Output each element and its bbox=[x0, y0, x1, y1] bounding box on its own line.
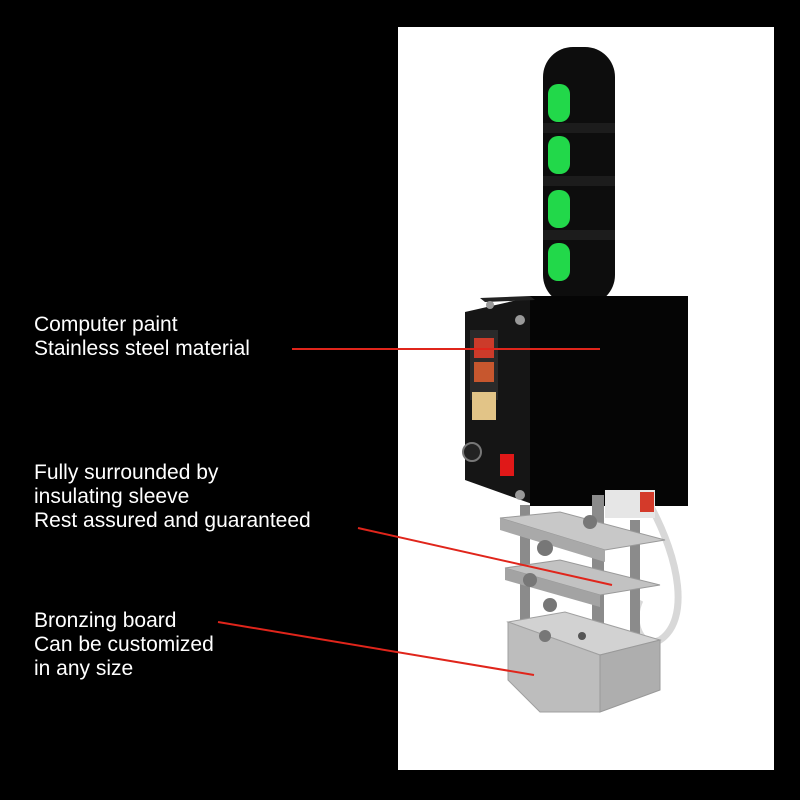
grip-accent-2 bbox=[548, 136, 570, 174]
power-switch bbox=[500, 454, 514, 476]
callout-line: Bronzing board bbox=[34, 609, 177, 632]
callout-insulating-sleeve: Fully surrounded by insulating sleeve Re… bbox=[34, 461, 311, 533]
callout-line: in any size bbox=[34, 657, 134, 680]
callout-bronzing-board: Bronzing board Can be customized in any … bbox=[34, 609, 214, 681]
callout-line: Can be customized bbox=[34, 633, 214, 656]
callout-line: Fully surrounded by bbox=[34, 461, 219, 484]
grip-accent-4 bbox=[548, 243, 570, 281]
leader-line-3 bbox=[217, 621, 535, 676]
callout-line: Stainless steel material bbox=[34, 337, 250, 360]
callout-line: Computer paint bbox=[34, 313, 178, 336]
callout-computer-paint: Computer paint Stainless steel material bbox=[34, 313, 250, 361]
grip-accent-3 bbox=[548, 190, 570, 228]
callout-line: insulating sleeve bbox=[34, 485, 190, 508]
leader-line-2 bbox=[357, 527, 613, 586]
callout-line: Rest assured and guaranteed bbox=[34, 509, 311, 532]
control-knob bbox=[462, 442, 482, 462]
upper-plate bbox=[499, 511, 666, 551]
control-box bbox=[530, 296, 688, 506]
grip-accent-1 bbox=[548, 84, 570, 122]
